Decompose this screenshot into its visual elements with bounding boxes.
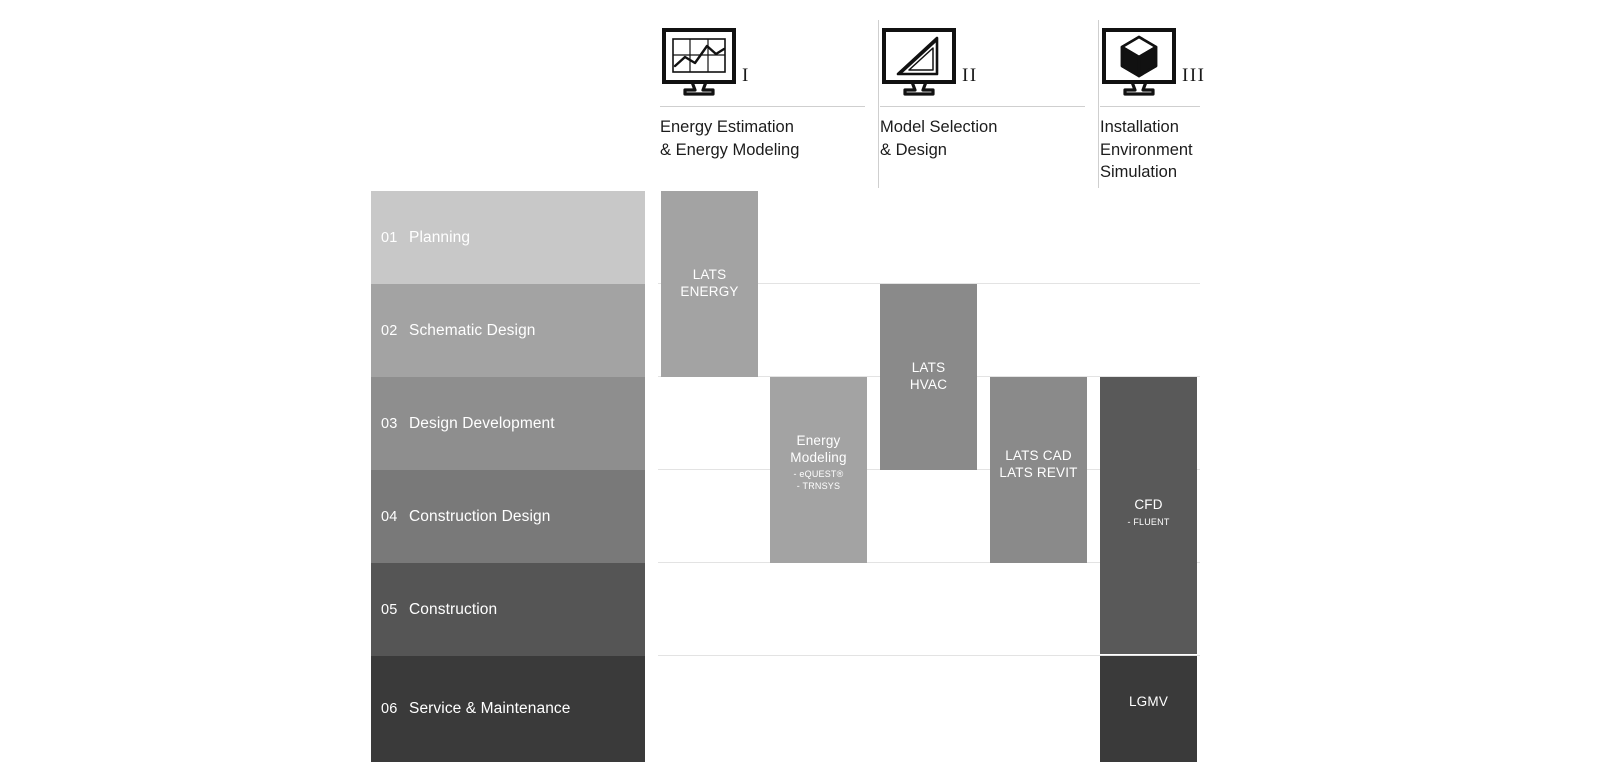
phase-label: Schematic Design <box>409 321 536 339</box>
phase-row-04[interactable]: 04 Construction Design <box>371 470 645 563</box>
header-icon-row-1: I <box>660 20 880 106</box>
phase-number: 05 <box>381 601 398 618</box>
header-vertical-divider-1 <box>878 20 879 188</box>
header-numeral-3: III <box>1182 65 1206 86</box>
header-divider-3 <box>1100 106 1200 107</box>
header-label-1: Energy Estimation & Energy Modeling <box>660 118 800 159</box>
tool-block-lats-hvac[interactable]: LATS HVAC <box>880 284 977 470</box>
header-label-2: Model Selection & Design <box>880 118 998 159</box>
phase-number: 01 <box>381 229 398 246</box>
tool-block-title: LATS CAD LATS REVIT <box>999 448 1078 480</box>
row-gridline <box>658 655 1200 656</box>
tool-block-energy-modeling[interactable]: Energy Modeling - eQUEST® - TRNSYS <box>770 377 867 563</box>
header-legend: I Energy Estimation & Energy Modeling II <box>660 20 1204 188</box>
phase-label: Planning <box>409 228 471 246</box>
monitor-cube-icon <box>1102 28 1176 96</box>
phase-label: Construction <box>409 600 498 618</box>
phase-row-01[interactable]: 01 Planning <box>371 191 645 284</box>
tool-block-title: Energy Modeling <box>790 433 847 465</box>
phase-label: Service & Maintenance <box>409 700 571 717</box>
tool-block-cfd[interactable]: CFD - FLUENT <box>1100 377 1197 654</box>
phase-number: 03 <box>381 415 398 432</box>
phase-number: 04 <box>381 508 398 525</box>
tool-block-subtitle: - eQUEST® - TRNSYS <box>793 469 844 491</box>
header-divider-2 <box>880 106 1085 107</box>
header-column-2: II Model Selection & Design <box>880 20 1100 159</box>
tool-block-title: LATS HVAC <box>909 360 948 392</box>
phase-row-03[interactable]: 03 Design Development <box>371 377 645 470</box>
phase-number: 06 <box>381 701 398 717</box>
header-column-1: I Energy Estimation & Energy Modeling <box>660 20 880 159</box>
phase-label: Design Development <box>409 414 555 432</box>
tool-block-lats-cad-revit[interactable]: LATS CAD LATS REVIT <box>990 377 1087 563</box>
monitor-chart-icon <box>662 28 736 96</box>
header-icon-row-3: III <box>1100 20 1204 106</box>
header-divider-1 <box>660 106 865 107</box>
header-numeral-2: II <box>962 65 978 86</box>
phase-label: Construction Design <box>409 507 551 525</box>
header-numeral-1: I <box>742 65 750 86</box>
header-column-3: III Installation Environment Simulation <box>1100 20 1204 181</box>
row-gridline <box>658 283 1200 284</box>
phase-number: 02 <box>381 322 398 339</box>
tool-matrix: LATS ENERGY Energy Modeling - eQUEST® - … <box>658 191 1200 762</box>
phase-row-02[interactable]: 02 Schematic Design <box>371 284 645 377</box>
monitor-set-square-icon <box>882 28 956 96</box>
phase-row-06[interactable]: 06 Service & Maintenance <box>371 656 645 762</box>
tool-block-title: CFD <box>1134 497 1163 512</box>
tool-block-title: LATS ENERGY <box>680 267 739 299</box>
tool-block-subtitle: - FLUENT <box>1127 517 1170 527</box>
tool-block-title: LGMV <box>1128 694 1169 709</box>
phase-row-05[interactable]: 05 Construction <box>371 563 645 656</box>
header-vertical-divider-2 <box>1098 20 1099 188</box>
header-icon-row-2: II <box>880 20 1100 106</box>
header-label-3: Installation Environment Simulation <box>1100 118 1193 181</box>
row-gridline <box>658 562 1200 563</box>
tool-block-lats-energy[interactable]: LATS ENERGY <box>661 191 758 377</box>
tool-block-lgmv[interactable]: LGMV <box>1100 656 1197 762</box>
